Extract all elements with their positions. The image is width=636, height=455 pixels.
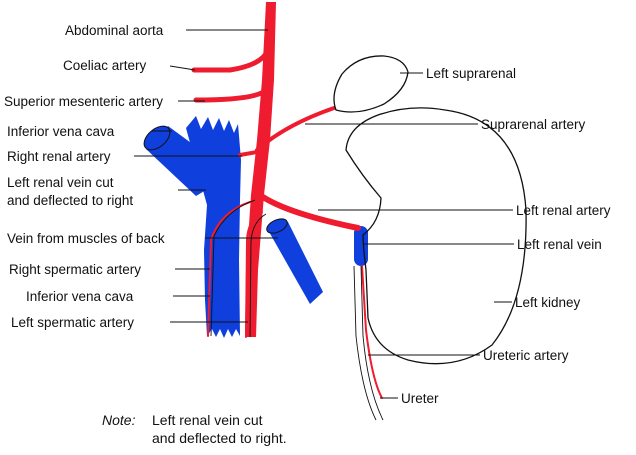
abdominal-aorta <box>245 2 276 337</box>
note-line2: and deflected to right. <box>152 430 287 446</box>
label-ureter: Ureter <box>401 391 439 406</box>
ureter-line-a <box>353 265 377 421</box>
inferior-vena-cava-cut-end <box>143 125 171 151</box>
label-coeliac-artery: Coeliac artery <box>63 58 147 73</box>
right-renal-artery-vessel <box>238 150 259 157</box>
left-kidney <box>345 107 527 365</box>
label-left-renal-vein-cut-line1: Left renal vein cut <box>7 175 114 190</box>
label-left-kidney: Left kidney <box>515 295 581 310</box>
label-right-renal-artery: Right renal artery <box>7 149 111 164</box>
label-left-spermatic-artery: Left spermatic artery <box>11 315 134 330</box>
left-spermatic-artery-vessel <box>245 211 263 338</box>
label-right-spermatic-artery: Right spermatic artery <box>9 262 141 277</box>
superior-mesenteric-artery-vessel <box>193 87 269 103</box>
ureteric-artery-vessel <box>361 265 383 399</box>
label-left-suprarenal: Left suprarenal <box>426 66 516 81</box>
coeliac-artery-vessel <box>191 47 271 73</box>
left-spermatic-artery-outline <box>249 213 267 338</box>
label-inferior-vena-cava-bottom: Inferior vena cava <box>26 289 134 304</box>
left-renal-artery-vessel <box>253 189 361 231</box>
suprarenal-artery-vessel <box>255 106 336 152</box>
label-left-renal-vein: Left renal vein <box>517 237 602 252</box>
left-renal-vein-deflected <box>268 222 323 304</box>
label-abdominal-aorta: Abdominal aorta <box>65 23 164 38</box>
label-vein-from-muscles-of-back: Vein from muscles of back <box>7 231 165 246</box>
label-ureteric-artery: Ureteric artery <box>483 348 569 363</box>
ureter-line-b <box>360 265 384 421</box>
label-left-renal-vein-cut-line2: and deflected to right <box>7 193 133 208</box>
label-superior-mesenteric-artery: Superior mesenteric artery <box>4 94 163 109</box>
leader-coeliac-artery <box>169 65 196 71</box>
note-line1: Left renal vein cut <box>152 412 263 428</box>
label-suprarenal-artery: Suprarenal artery <box>481 117 586 132</box>
label-left-renal-artery: Left renal artery <box>516 203 611 218</box>
left-renal-vein-deflected-cut-end <box>266 218 288 234</box>
note-prefix: Note: <box>102 412 136 428</box>
label-inferior-vena-cava-top: Inferior vena cava <box>7 124 115 139</box>
left-suprarenal-gland <box>333 55 409 113</box>
right-spermatic-artery-outline <box>210 199 256 337</box>
